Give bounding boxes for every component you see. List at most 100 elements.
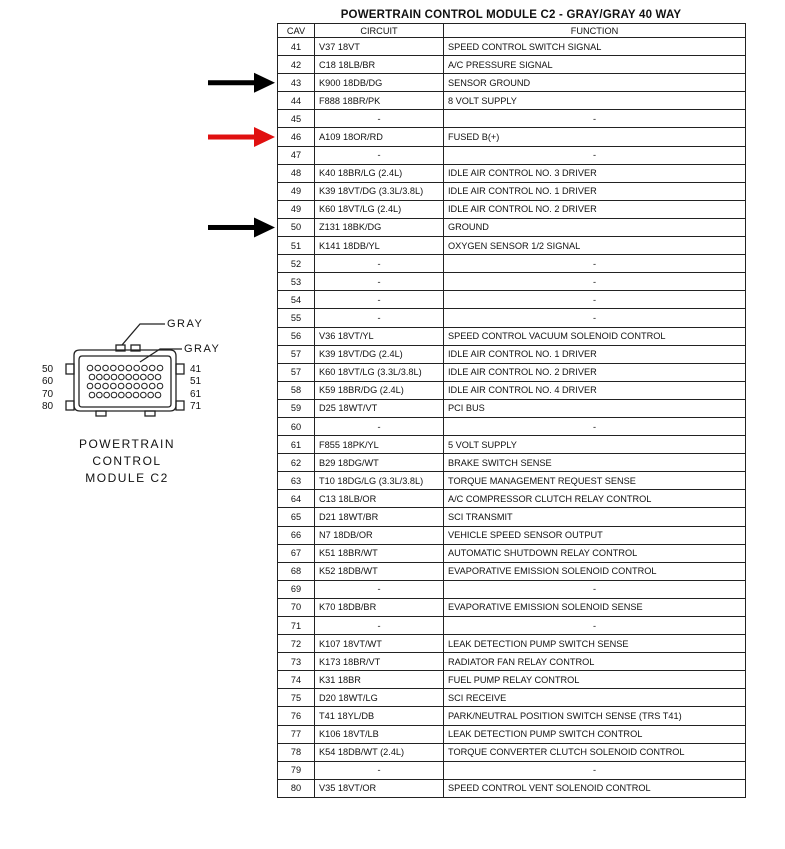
connector-caption-line: CONTROL	[92, 454, 162, 468]
cell-cav: 77	[277, 724, 315, 744]
connector-pin	[154, 373, 162, 381]
cell-cav: 71	[277, 615, 315, 636]
connector-pin	[148, 382, 156, 390]
cell-circuit: C13 18LB/OR	[314, 489, 444, 509]
cell-circuit: -	[314, 145, 444, 165]
table-row: 55--	[277, 308, 746, 328]
cell-circuit: D25 18WT/VT	[314, 398, 444, 418]
cell-circuit: K39 18VT/DG (3.3L/3.8L)	[314, 181, 444, 201]
table-row: 69--	[277, 579, 746, 599]
cell-function: OXYGEN SENSOR 1/2 SIGNAL	[443, 236, 746, 256]
cell-function: LEAK DETECTION PUMP SWITCH SENSE	[443, 634, 746, 654]
cell-function: 8 VOLT SUPPLY	[443, 91, 746, 111]
cell-function: IDLE AIR CONTROL NO. 3 DRIVER	[443, 163, 746, 183]
right-pin-label: 71	[190, 401, 202, 412]
cell-function: SPEED CONTROL SWITCH SIGNAL	[443, 36, 746, 57]
cell-function: -	[443, 290, 746, 310]
connector-pin	[147, 373, 154, 381]
cell-function: IDLE AIR CONTROL NO. 1 DRIVER	[443, 344, 746, 364]
cell-cav: 49	[277, 199, 315, 219]
cell-circuit: B29 18DG/WT	[314, 453, 444, 473]
cell-circuit: K52 18DB/WT	[314, 561, 444, 581]
table-row: 71--	[277, 615, 746, 636]
cell-circuit: -	[314, 308, 444, 328]
connector-pin	[156, 382, 164, 390]
table-row: 52--	[277, 254, 746, 274]
cell-circuit: C18 18LB/BR	[314, 55, 444, 75]
cell-circuit: D20 18WT/LG	[314, 688, 444, 708]
cell-cav: 46	[277, 127, 315, 147]
pointer-arrow-icon	[208, 72, 275, 93]
connector-pin	[118, 391, 125, 399]
cell-circuit: -	[314, 760, 444, 780]
cell-cav: 63	[277, 471, 315, 491]
connector-pin	[102, 382, 109, 390]
connector-pin	[133, 382, 140, 390]
cell-function: 5 VOLT SUPPLY	[443, 435, 746, 455]
cell-cav: 58	[277, 380, 315, 400]
cell-cav: 75	[277, 688, 315, 708]
cell-circuit: K31 18BR	[314, 670, 444, 690]
cell-function: TORQUE MANAGEMENT REQUEST SENSE	[443, 471, 746, 491]
cell-cav: 78	[277, 742, 315, 762]
cell-cav: 65	[277, 507, 315, 527]
cell-cav: 56	[277, 326, 315, 346]
pointer-arrow-icon	[208, 217, 275, 238]
cell-function: SPEED CONTROL VENT SOLENOID CONTROL	[443, 778, 746, 798]
cell-cav: 43	[277, 73, 315, 93]
connector-pin	[133, 364, 140, 372]
connector-pin	[140, 373, 147, 381]
cell-cav: 72	[277, 634, 315, 654]
cell-function: -	[443, 760, 746, 780]
connector-pin	[141, 364, 148, 372]
cell-function: A/C PRESSURE SIGNAL	[443, 55, 746, 75]
cell-function: FUSED B(+)	[443, 127, 746, 147]
cell-function: PARK/NEUTRAL POSITION SWITCH SENSE (TRS …	[443, 706, 746, 726]
cell-circuit: K141 18DB/YL	[314, 236, 444, 256]
cell-cav: 53	[277, 272, 315, 292]
cell-cav: 79	[277, 760, 315, 780]
cell-cav: 44	[277, 91, 315, 111]
connector-pin	[110, 391, 118, 399]
cell-circuit: V35 18VT/OR	[314, 778, 444, 798]
cell-cav: 55	[277, 308, 315, 328]
cell-function: RADIATOR FAN RELAY CONTROL	[443, 652, 746, 672]
table-title: POWERTRAIN CONTROL MODULE C2 - GRAY/GRAY…	[340, 9, 682, 21]
cell-circuit: K173 18BR/VT	[314, 652, 444, 672]
connector-pin	[156, 364, 164, 372]
header-function: FUNCTION	[443, 23, 746, 38]
cell-cav: 59	[277, 398, 315, 418]
cell-cav: 57	[277, 344, 315, 364]
connector-pin	[118, 373, 125, 381]
cell-circuit: A109 18OR/RD	[314, 127, 444, 147]
cell-function: -	[443, 308, 746, 328]
cell-circuit: K51 18BR/WT	[314, 543, 444, 563]
table-row: 45--	[277, 109, 746, 129]
cell-function: -	[443, 416, 746, 437]
cell-circuit: K40 18BR/LG (2.4L)	[314, 163, 444, 183]
connector-pin	[125, 391, 132, 399]
cell-function: -	[443, 615, 746, 636]
cell-function: -	[443, 272, 746, 292]
connector-pin	[132, 373, 140, 381]
left-pin-label: 50	[42, 364, 54, 375]
cell-circuit: -	[314, 272, 444, 292]
